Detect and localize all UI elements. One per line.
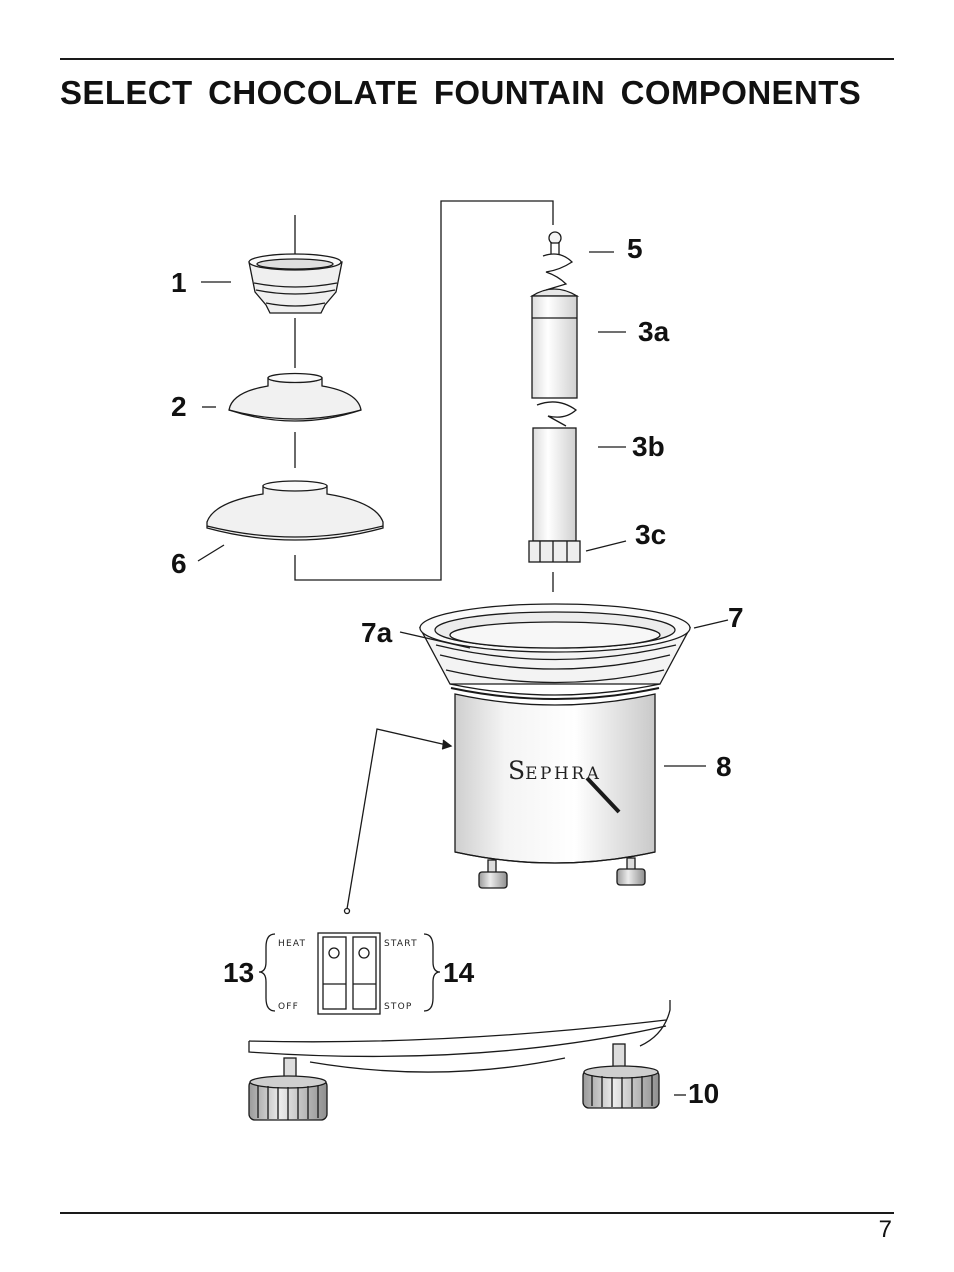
label-3c: 3c	[635, 519, 666, 550]
label-3a: 3a	[638, 316, 670, 347]
switch-panel	[258, 932, 441, 1015]
label-10: 10	[688, 1078, 719, 1109]
page-title: SELECT CHOCOLATE FOUNTAIN COMPONENTS	[60, 74, 862, 111]
off-label: OFF	[278, 1002, 299, 1012]
upper-tier	[228, 372, 362, 422]
label-14: 14	[443, 957, 475, 988]
label-7a: 7a	[361, 617, 393, 648]
stop-label: STOP	[384, 1002, 413, 1012]
heat-label: HEAT	[278, 939, 306, 949]
label-3b: 3b	[632, 431, 665, 462]
auger-assembly	[528, 231, 581, 563]
label-5: 5	[627, 233, 643, 264]
label-13: 13	[223, 957, 254, 988]
label-8: 8	[716, 751, 732, 782]
lower-tier	[206, 480, 384, 541]
label-6: 6	[171, 548, 187, 579]
basin	[418, 603, 692, 700]
label-2: 2	[171, 391, 187, 422]
base-housing	[454, 693, 656, 864]
start-label: START	[384, 939, 418, 949]
label-1: 1	[171, 267, 187, 298]
brand-logo: SEPHRA	[508, 756, 601, 785]
label-7: 7	[728, 602, 744, 633]
bottom-stand	[248, 1000, 671, 1121]
page-number: 7	[878, 1216, 892, 1243]
base-feet	[478, 857, 646, 889]
bottom-rule	[60, 1212, 894, 1214]
top-crown	[248, 253, 343, 314]
top-rule	[60, 58, 894, 60]
